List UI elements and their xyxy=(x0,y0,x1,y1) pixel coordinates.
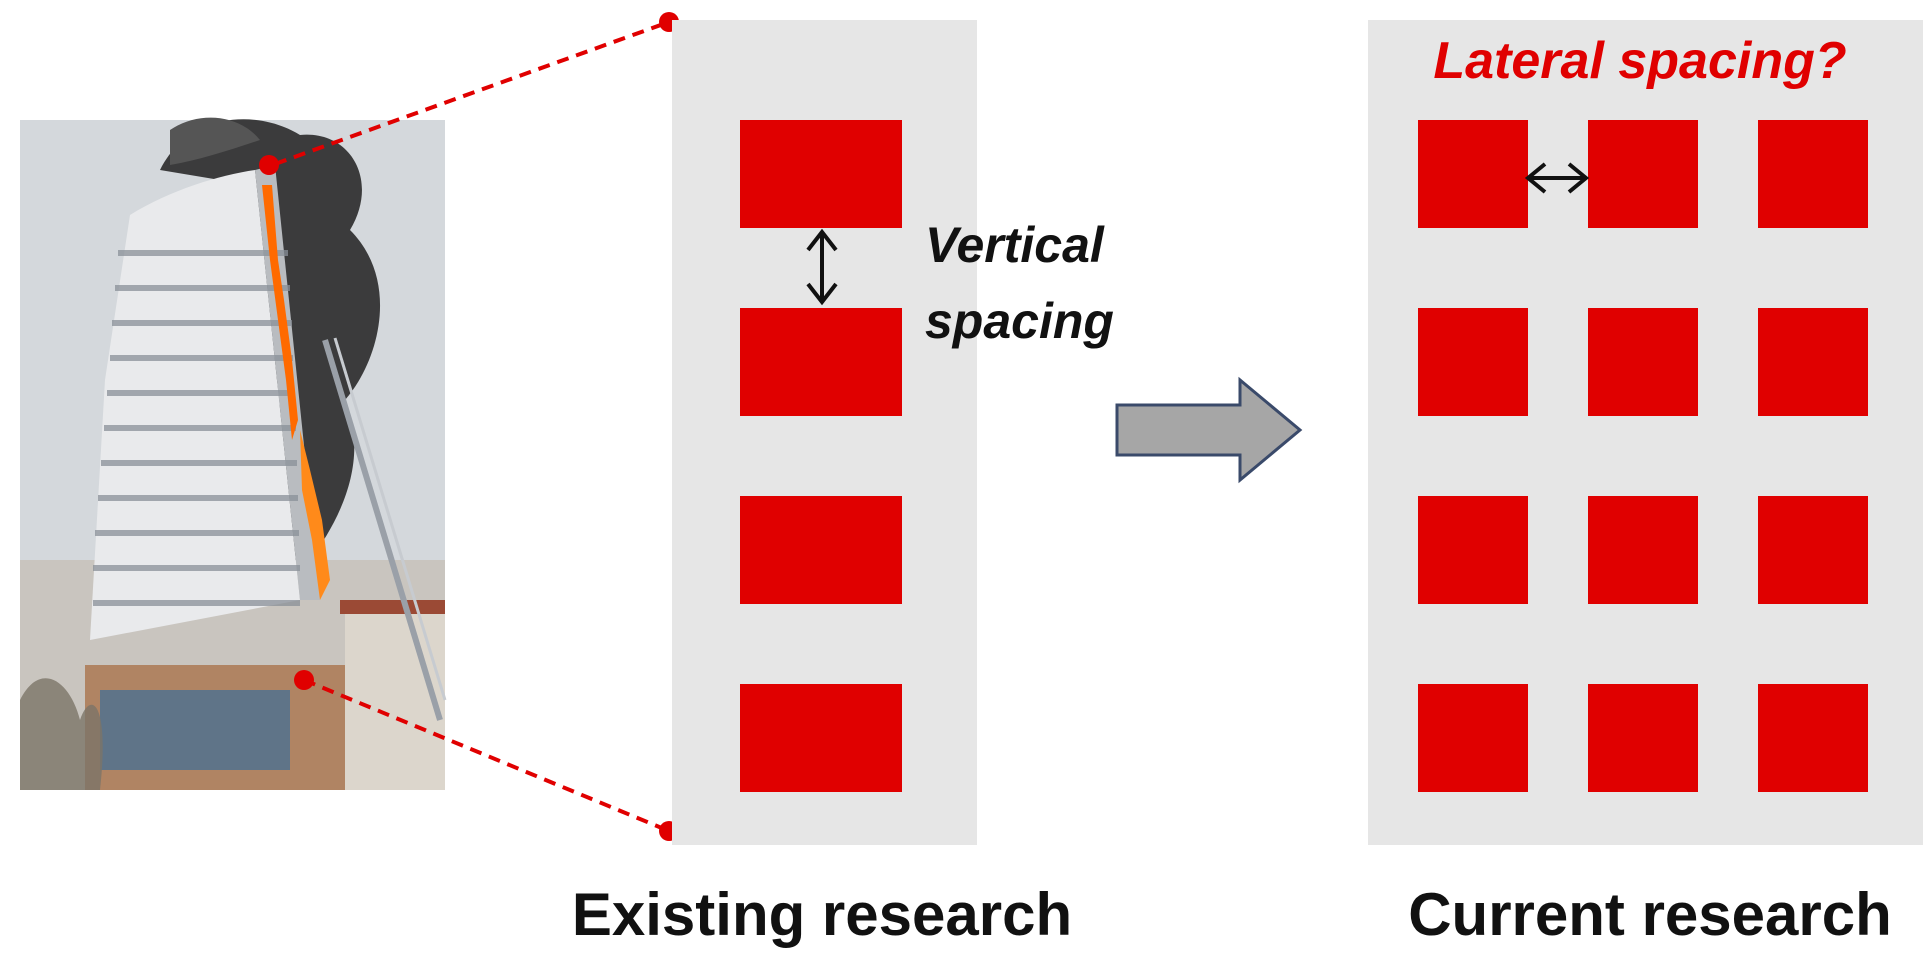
current-research-panel: Lateral spacing? xyxy=(1368,20,1923,845)
leader-dot-photo-bottom xyxy=(294,670,314,690)
current-research-caption: Current research xyxy=(1408,881,1892,948)
side-building xyxy=(345,600,445,790)
side-building-roof xyxy=(340,600,445,614)
trees xyxy=(20,678,103,790)
leader-top xyxy=(274,20,670,166)
current-window-r1-c1 xyxy=(1418,120,1528,228)
fire-ladder xyxy=(322,339,443,721)
transition-arrow xyxy=(1115,376,1303,484)
vertical-spacing-label-line2: spacing xyxy=(925,293,1114,349)
lateral-spacing-question: Lateral spacing? xyxy=(1433,32,1846,90)
vertical-spacing-label-line1: Vertical xyxy=(925,217,1105,273)
vertical-spacing-arrow xyxy=(806,228,838,306)
existing-window-r1-c1 xyxy=(740,120,902,228)
current-window-r3-c3 xyxy=(1758,496,1868,604)
leader-bottom xyxy=(303,678,670,833)
current-window-r2-c1 xyxy=(1418,308,1528,416)
leader-dot-photo-top xyxy=(259,155,279,175)
current-window-r4-c3 xyxy=(1758,684,1868,792)
existing-research-panel: Vertical spacing xyxy=(672,20,1114,845)
existing-window-r4-c1 xyxy=(740,684,902,792)
current-window-r1-c3 xyxy=(1758,120,1868,228)
tower-windows xyxy=(93,250,300,606)
facade-fire-lower xyxy=(300,430,330,600)
fire-ladder-rail xyxy=(333,337,447,701)
smoke-plume-light xyxy=(170,117,260,165)
existing-window-r2-c1 xyxy=(740,308,902,416)
existing-window-r3-c1 xyxy=(740,496,902,604)
building-fire-photo xyxy=(20,117,447,790)
current-window-r3-c1 xyxy=(1418,496,1528,604)
existing-windows xyxy=(740,120,902,792)
current-window-r4-c2 xyxy=(1588,684,1698,792)
existing-research-caption: Existing research xyxy=(572,881,1072,948)
current-window-r3-c2 xyxy=(1588,496,1698,604)
current-windows xyxy=(1418,120,1868,792)
current-window-r2-c2 xyxy=(1588,308,1698,416)
facade-fire xyxy=(262,185,298,440)
current-window-r4-c1 xyxy=(1418,684,1528,792)
current-window-r2-c3 xyxy=(1758,308,1868,416)
current-window-r1-c2 xyxy=(1588,120,1698,228)
lateral-spacing-arrow xyxy=(1524,162,1590,194)
podium-glass xyxy=(100,690,290,770)
